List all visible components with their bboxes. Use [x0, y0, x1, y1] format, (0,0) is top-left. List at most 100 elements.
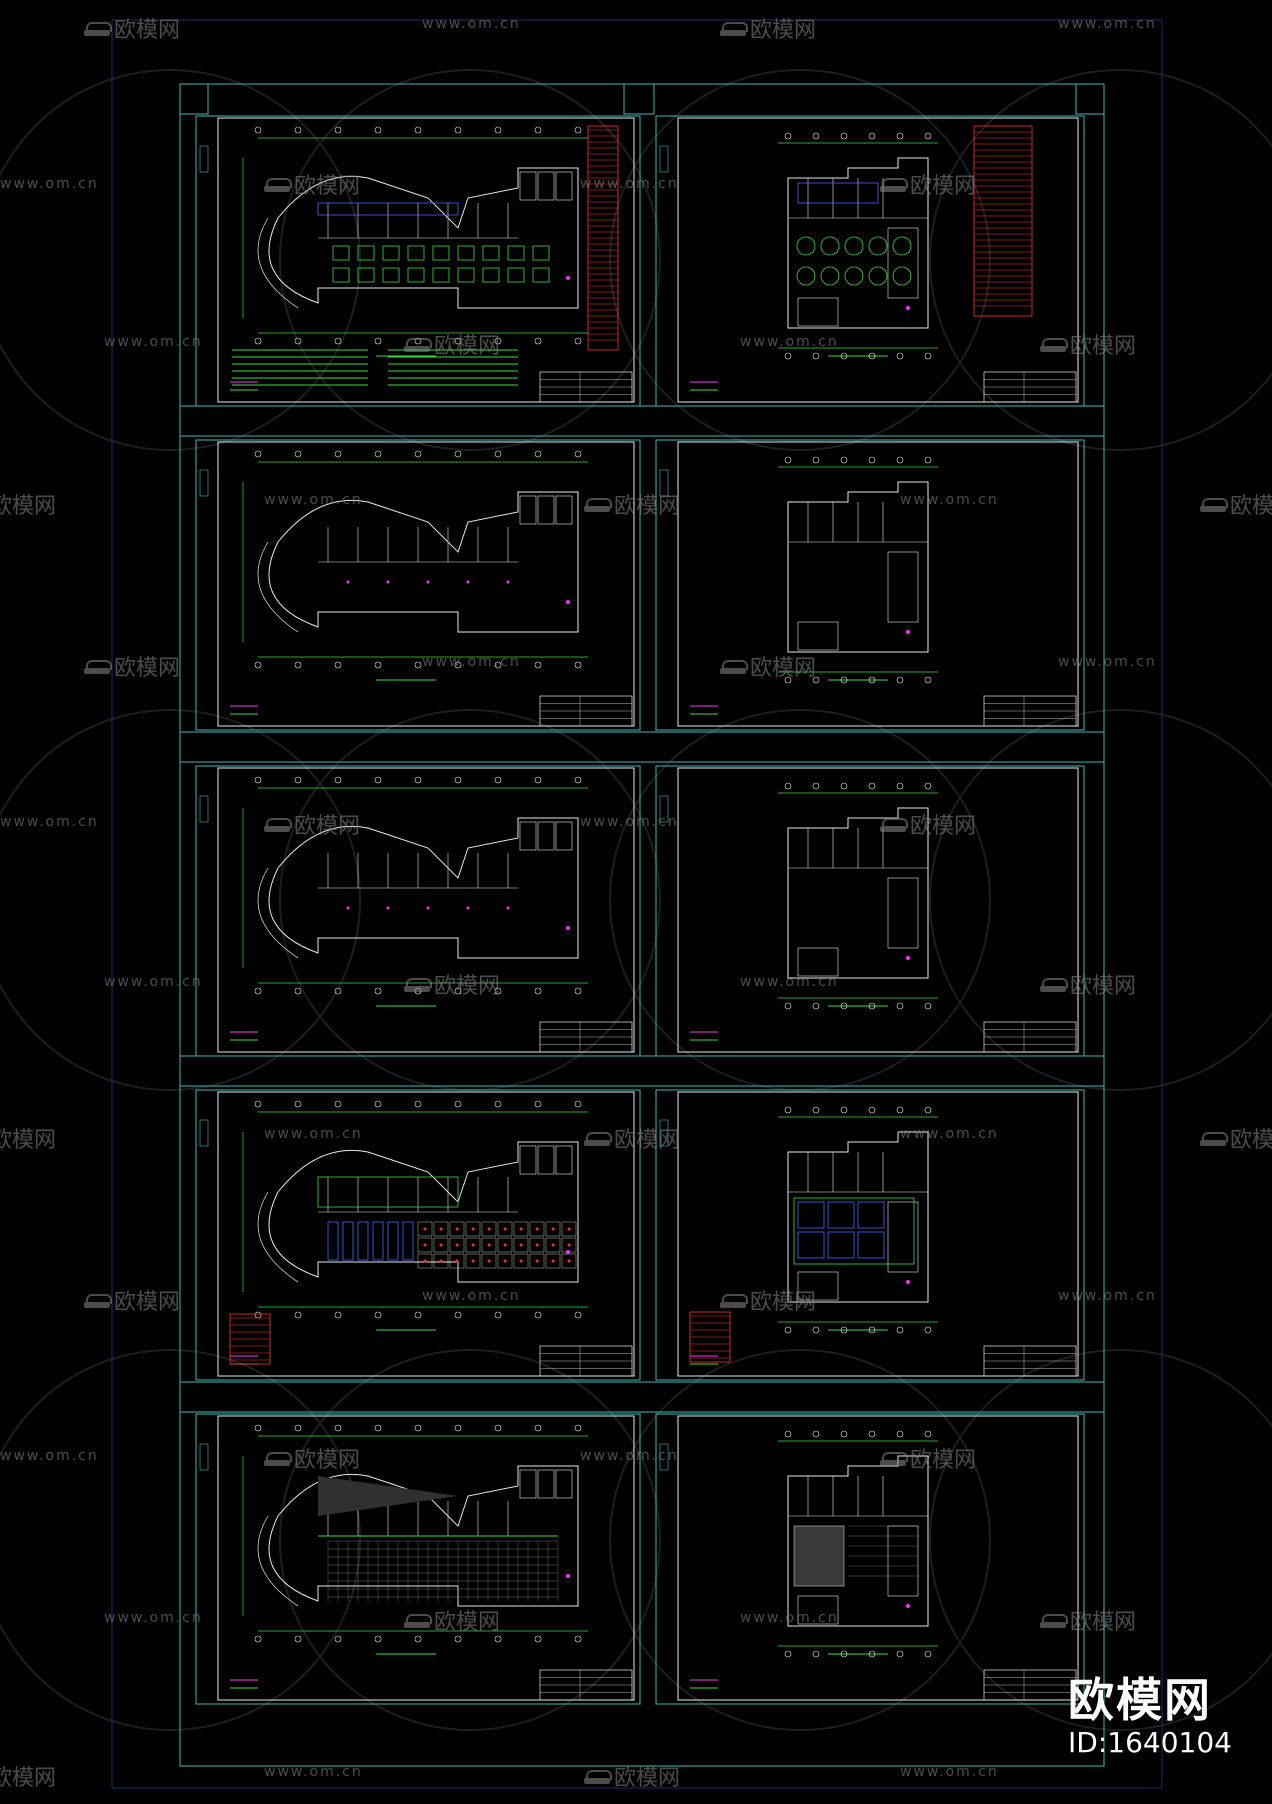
watermark-url: www.om.cn [740, 974, 839, 990]
watermark-text: www.om.cn [104, 1610, 203, 1626]
corner-logo-brand: 欧模网 [1068, 1673, 1213, 1727]
sofa-icon [880, 1450, 908, 1466]
sofa-icon [404, 1612, 432, 1628]
axis-bubble [784, 456, 792, 464]
sofa-icon [84, 658, 112, 674]
furniture-block [482, 267, 500, 283]
ceiling-light [439, 1243, 443, 1247]
ceiling-tile [529, 1237, 545, 1253]
room [887, 877, 919, 949]
watermark-text: 欧模网 [294, 174, 361, 199]
sheet-border [217, 117, 635, 403]
curved-wall [257, 867, 299, 959]
furniture-block [407, 245, 425, 261]
watermark-text: 欧模网 [1230, 1128, 1272, 1153]
watermark-text: 欧模网 [750, 18, 817, 43]
axis-bubble [840, 352, 848, 360]
watermark-url: www.om.cn [0, 814, 99, 830]
sofa-icon [584, 496, 612, 512]
watermark-text: 欧模网 [0, 494, 57, 519]
ceiling-panel [372, 1221, 384, 1261]
binding-mark [199, 795, 209, 823]
watermark-brand: 欧模网 [84, 650, 180, 682]
watermark-text: www.om.cn [264, 492, 363, 508]
equipment-line [317, 202, 459, 216]
watermark-text: www.om.cn [900, 492, 999, 508]
axis-bubble [294, 987, 302, 995]
ceiling-light [471, 1259, 475, 1263]
watermark-arc [279, 69, 661, 451]
ceiling-light [535, 1259, 539, 1263]
ceiling-light [567, 1259, 571, 1263]
marker-dot [506, 906, 510, 910]
axis-bubble [784, 352, 792, 360]
sheet-outer-border [655, 1089, 1085, 1381]
room [887, 551, 919, 623]
ceiling-tile [465, 1237, 481, 1253]
sofa-icon [84, 1292, 112, 1308]
axis-bubble [896, 352, 904, 360]
axis-bubble [812, 1106, 820, 1114]
watermark-brand: 欧模网 [0, 488, 56, 520]
watermark-url: www.om.cn [264, 1764, 363, 1780]
ceiling-tile [545, 1237, 561, 1253]
ceiling-tile [497, 1253, 513, 1269]
axis-bubble [784, 1650, 792, 1658]
watermark-url: www.om.cn [104, 334, 203, 350]
watermark-text: www.om.cn [580, 1448, 679, 1464]
watermark-brand: 欧模网 [1200, 488, 1272, 520]
watermark-text: www.om.cn [1058, 1288, 1157, 1304]
sheet-outer-border [195, 1089, 641, 1381]
sheet-outer-border [195, 1413, 641, 1705]
marker-dot [906, 1280, 910, 1284]
room [519, 1145, 537, 1175]
axis-bubble [868, 1106, 876, 1114]
marker-dot [566, 600, 570, 604]
watermark-text: www.om.cn [264, 1126, 363, 1142]
ceiling-light [567, 1227, 571, 1231]
watermark-url: www.om.cn [580, 176, 679, 192]
sheet-border [677, 1091, 1079, 1377]
marker-dot [906, 306, 910, 310]
furniture-block [357, 267, 375, 283]
sofa-icon [584, 1130, 612, 1146]
watermark-arc [0, 709, 361, 1091]
sofa-icon [720, 1292, 748, 1308]
watermark-text: www.om.cn [0, 1448, 99, 1464]
axis-bubble [534, 450, 542, 458]
corner-tab [1075, 83, 1105, 115]
axis-bubble [574, 1635, 582, 1643]
corner-tab [179, 83, 209, 115]
curved-wall [257, 1191, 299, 1283]
ceiling-light [503, 1227, 507, 1231]
axis-bubble [494, 1635, 502, 1643]
watermark-brand: 欧模网 [880, 168, 976, 200]
sofa-icon [264, 816, 292, 832]
axis-bubble [254, 1100, 262, 1108]
ceiling-light [503, 1259, 507, 1263]
ceiling-tile [417, 1221, 433, 1237]
watermark-brand: 欧模网 [404, 1604, 500, 1636]
axis-bubble [574, 661, 582, 669]
sheet-border [677, 1415, 1079, 1701]
ceiling-panel [857, 1231, 885, 1259]
ceiling-light [535, 1243, 539, 1247]
axis-bubble [534, 1635, 542, 1643]
ceiling-light [567, 1243, 571, 1247]
axis-bubble [334, 337, 342, 345]
axis-bubble [812, 676, 820, 684]
corner-logo-id: ID:1640104 [1068, 1726, 1232, 1759]
row-separator [179, 1381, 1105, 1413]
sofa-icon [584, 1768, 612, 1784]
axis-bubble [294, 450, 302, 458]
axis-bubble [494, 450, 502, 458]
axis-bubble [840, 1002, 848, 1010]
watermark-text: www.om.cn [740, 974, 839, 990]
watermark-text: 欧模网 [750, 656, 817, 681]
sofa-icon [264, 176, 292, 192]
sofa-icon [880, 816, 908, 832]
ceiling-tile [545, 1221, 561, 1237]
ceiling-tile [417, 1253, 433, 1269]
ceiling-tile [497, 1221, 513, 1237]
axis-bubble [534, 776, 542, 784]
